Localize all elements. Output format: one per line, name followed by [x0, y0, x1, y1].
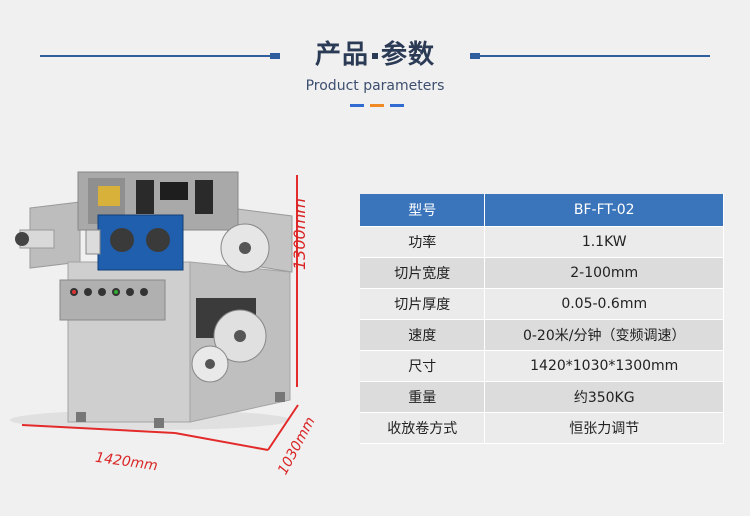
table-cell-key: 速度	[360, 319, 486, 351]
table-cell-value: 1420*1030*1300mm	[484, 350, 724, 382]
table-cell-key: 收放卷方式	[360, 412, 486, 444]
table-row: 功率 1.1KW	[360, 226, 724, 258]
height-dimension-line	[296, 175, 298, 387]
table-cell-key: 尺寸	[360, 350, 486, 382]
accent-bar-blue-1	[350, 104, 364, 107]
table-cell-key: 切片厚度	[360, 288, 486, 320]
table-row: 重量 约350KG	[360, 381, 724, 413]
table-row: 切片厚度 0.05-0.6mm	[360, 288, 724, 320]
table-row: 收放卷方式 恒张力调节	[360, 412, 724, 444]
table-cell-value: 0-20米/分钟（变频调速）	[484, 319, 724, 351]
table-cell-value: 恒张力调节	[484, 412, 724, 444]
section-subtitle: Product parameters	[305, 78, 445, 94]
accent-bar-orange	[370, 104, 384, 107]
table-header-key: 型号	[360, 194, 486, 227]
table-cell-key: 重量	[360, 381, 486, 413]
table-row: 尺寸 1420*1030*1300mm	[360, 350, 724, 382]
height-dimension-label: 1300mm	[290, 198, 309, 270]
section-title: 产品参数	[290, 34, 460, 71]
table-row: 速度 0-20米/分钟（变频调速）	[360, 319, 724, 351]
table-cell-key: 切片宽度	[360, 257, 486, 289]
accent-bars	[350, 104, 410, 108]
table-header-value: BF-FT-02	[484, 194, 724, 227]
title-decoration-line-left	[40, 53, 280, 59]
table-cell-value: 1.1KW	[484, 226, 724, 258]
table-cell-value: 约350KG	[484, 381, 724, 413]
title-decoration-line-right	[470, 53, 710, 59]
slitting-machine-image	[10, 171, 299, 451]
table-cell-value: 2-100mm	[484, 257, 724, 289]
title-part-2: 参数	[381, 40, 436, 70]
table-cell-key: 功率	[360, 226, 486, 258]
table-header-row: 型号 BF-FT-02	[360, 194, 724, 227]
title-part-1: 产品	[314, 40, 369, 70]
accent-bar-blue-2	[390, 104, 404, 107]
table-row: 切片宽度 2-100mm	[360, 257, 724, 289]
section-header: 产品参数 Product parameters	[0, 0, 750, 120]
spec-table: 型号 BF-FT-02 功率 1.1KW 切片宽度 2-100mm 切片厚度 0…	[360, 194, 724, 444]
title-dot	[372, 52, 378, 59]
table-cell-value: 0.05-0.6mm	[484, 288, 724, 320]
